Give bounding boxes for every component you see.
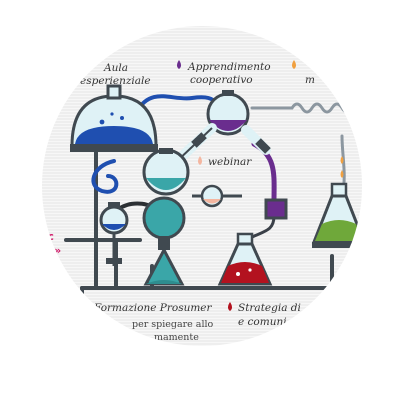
dome-flask-blue — [70, 84, 158, 160]
left-pink-text-line2: x » — [44, 245, 61, 257]
purple-drop-icon — [177, 60, 181, 69]
aula-label-line2: esperienziale — [80, 75, 151, 87]
red-drop-icon — [228, 302, 232, 311]
strategia-label-line1: Strategia di — [238, 302, 301, 314]
red-conical-flask — [217, 232, 273, 286]
formazione-desc-line1: per spiegare allo — [132, 319, 214, 330]
top-right-partial-label: m — [305, 74, 315, 86]
strategia-label-line2: e comuni — [238, 316, 287, 328]
apprendimento-label-line1: Apprendimento — [187, 61, 271, 73]
teal-column-flask — [142, 196, 186, 286]
purple-valve — [264, 198, 288, 220]
top-flask-purple — [206, 90, 250, 136]
webinar-label: webinar — [208, 156, 252, 168]
circular-lab-illustration: Aula esperienziale Apprendimento coopera… — [42, 26, 362, 346]
aula-label-line1: Aula — [103, 62, 128, 74]
green-conical-flask — [311, 156, 362, 248]
webinar-bulb: webinar — [192, 156, 252, 208]
chemistry-apparatus-diagram: Aula esperienziale Apprendimento coopera… — [44, 60, 362, 343]
orange-drop-icon — [340, 170, 344, 178]
orange-drop-icon — [292, 60, 296, 69]
formazione-desc-line2: mamente — [154, 332, 199, 343]
left-small-flask — [99, 202, 129, 266]
formazione-label: Formazione Prosumer — [93, 302, 213, 314]
blue-drop-icon — [80, 61, 84, 69]
middle-flask-teal — [142, 148, 190, 196]
left-pink-text-line1: ic — [44, 231, 54, 243]
apprendimento-label-line2: cooperativo — [190, 74, 253, 86]
orange-drop-icon — [340, 156, 344, 164]
peach-drop-icon — [198, 156, 202, 165]
